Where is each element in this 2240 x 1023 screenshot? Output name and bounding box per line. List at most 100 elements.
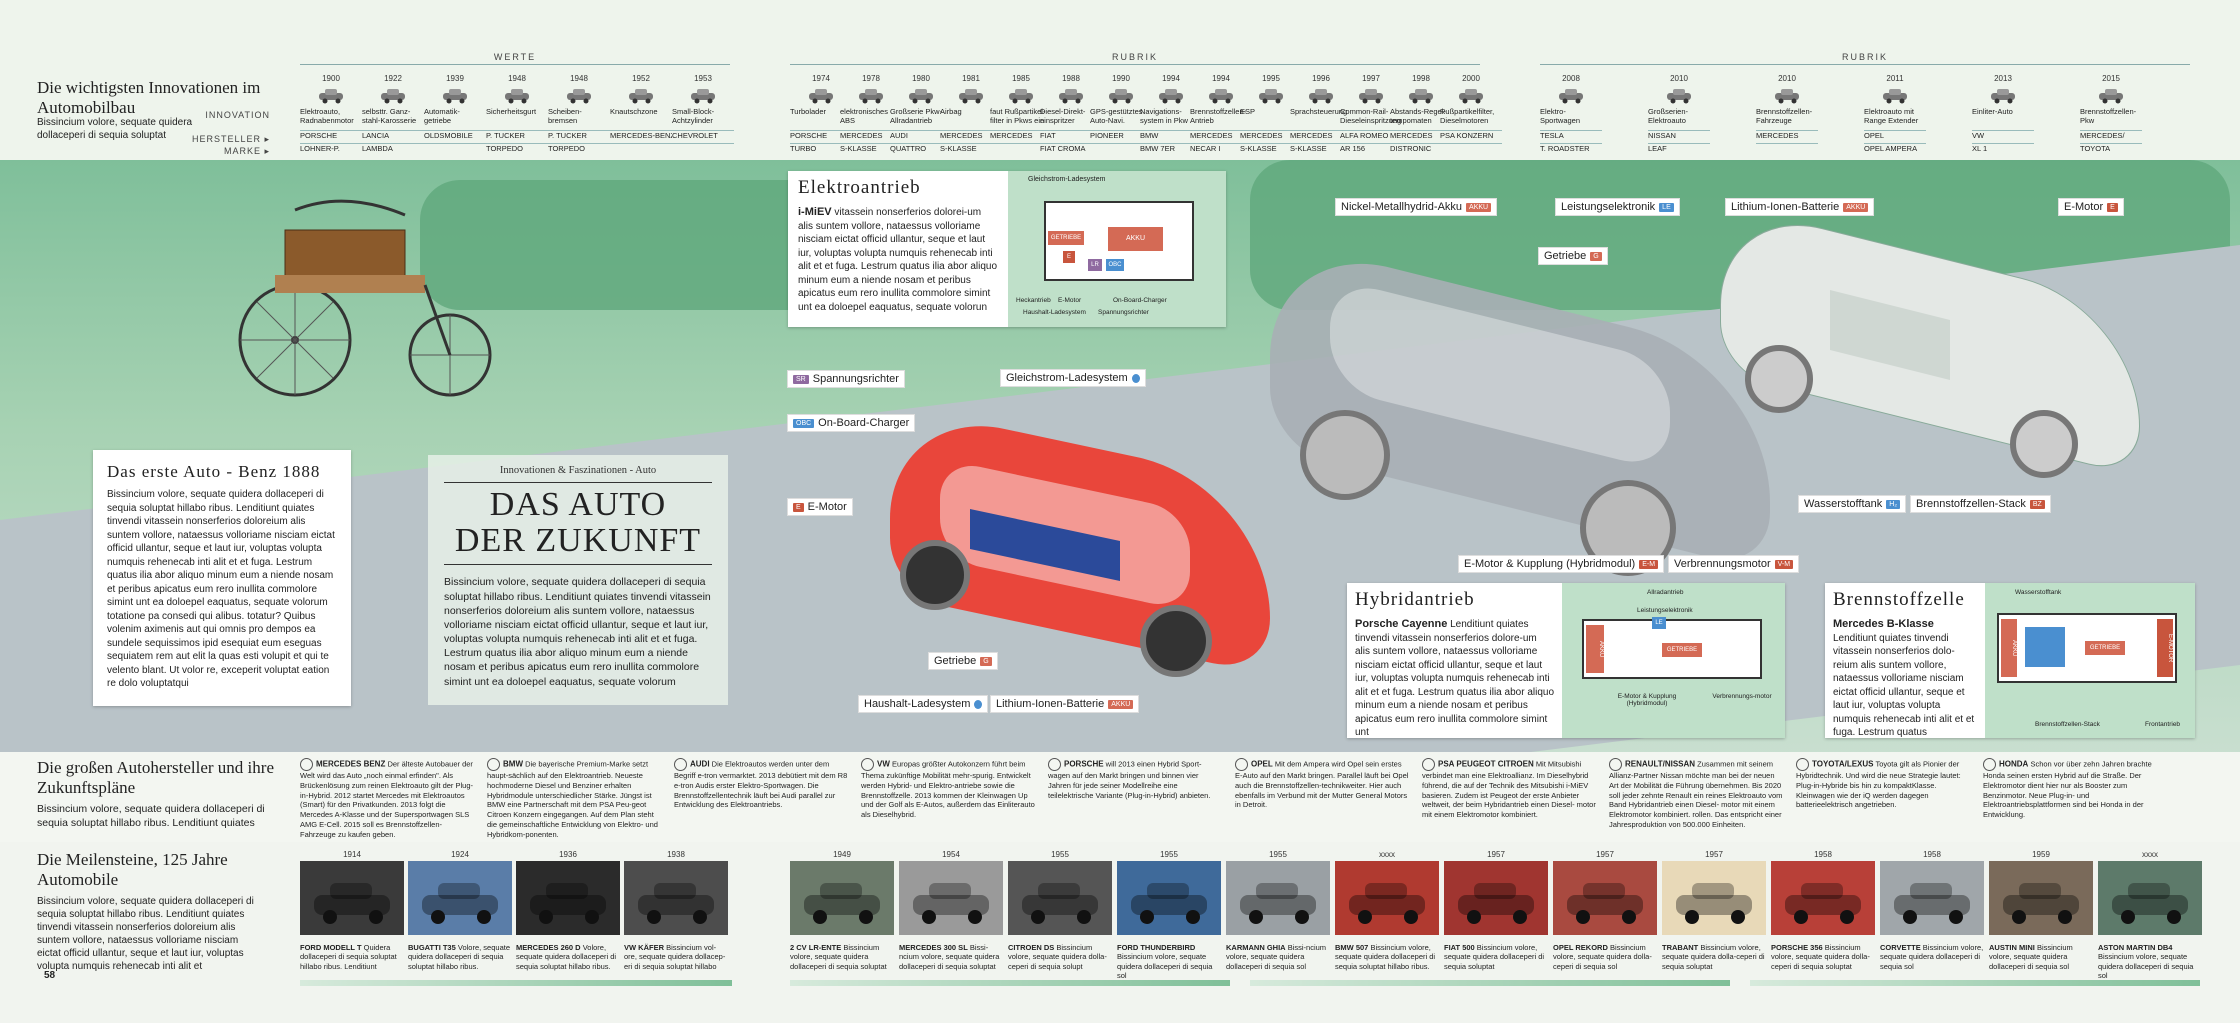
timeline-marke: T. ROADSTER (1540, 143, 1602, 156)
timeline-hersteller: AUDI (890, 130, 952, 143)
milestone-name: MERCEDES 300 SL (899, 943, 968, 952)
timeline-year: 1952 (632, 74, 650, 83)
label-verbrenn-text: Verbrennungsmotor (1674, 558, 1771, 570)
white-car-illustration (1720, 202, 2150, 478)
timeline-innovation: Sprachsteuerung (1290, 108, 1348, 117)
milestone-text: Bissi-ncium volore, sequate quidera doll… (899, 943, 1000, 971)
maker-text: Die Elektroautos werden unter dem Begrif… (674, 759, 848, 810)
timeline-marke: LOHNER-P. (300, 143, 362, 156)
maker-name: AUDI (690, 759, 710, 769)
timeline-innovation: Großserien-Elektroauto (1648, 108, 1689, 125)
tag-obc: OBC (793, 418, 815, 428)
timeline-innovation: Airbag (940, 108, 962, 117)
timeline-hersteller: PORSCHE (300, 130, 362, 143)
label-spannungsrichter-text: Spannungsrichter (812, 373, 899, 385)
car-icon (314, 84, 348, 106)
maker-name: MERCEDES BENZ (316, 759, 386, 769)
maker-name: RENAULT/NISSAN (1625, 759, 1696, 769)
timeline-innovation: Knautschzone (610, 108, 658, 117)
label-haushalt-text: Haushalt-Ladesystem (864, 698, 971, 710)
timeline-hersteller: MERCEDES (840, 130, 902, 143)
maker-name: HONDA (1999, 759, 2029, 769)
maker-entry: BMW Die bayerische Premium-Marke setzt h… (487, 758, 662, 839)
milestone-photo (1335, 861, 1439, 935)
maker-text: Der älteste Autobauer der Welt wird das … (300, 759, 474, 839)
car-icon (1004, 84, 1038, 106)
maker-entry: VW Europas größter Autokonzern führt bei… (861, 758, 1036, 820)
maker-text: Europas größter Autokonzern führt beim T… (861, 759, 1035, 819)
milestone-text: Bissincium volore, sequate quidera dolla… (790, 943, 887, 971)
label-getriebe-1-text: Getriebe (934, 655, 977, 667)
car-icon (854, 84, 888, 106)
milestone-text: Bissincium volore, sequate quidera dolla… (1989, 943, 2073, 971)
brennstoff-panel: Brennstoffzelle Mercedes B-Klasse Lendit… (1825, 583, 2195, 738)
timeline-marke (610, 143, 672, 156)
brand-logo-icon (487, 758, 500, 771)
elektro-d-haus: Haushalt-Ladesystem (1023, 309, 1086, 316)
row-label-innovation: INNOVATION (205, 110, 270, 120)
main-title-panel: Innovationen & Faszinationen - Auto DAS … (428, 455, 728, 705)
milestone-name: TRABANT (1662, 943, 1699, 952)
tag-g-2: G (1590, 251, 1602, 261)
elektro-d-lr: LR (1088, 259, 1102, 271)
elektro-d-akku: AKKU (1108, 227, 1163, 251)
milestone-name: FORD MODELL T (300, 943, 362, 952)
timeline-marke: XL 1 (1972, 143, 2034, 156)
brenn-d-tank-shape (2025, 627, 2065, 667)
brand-logo-icon (1422, 758, 1435, 771)
header-werte: WERTE (300, 52, 730, 65)
car-icon (804, 84, 838, 106)
milestone-name: PORSCHE 356 (1771, 943, 1823, 952)
car-icon (1304, 84, 1338, 106)
elektro-d-emotor: E-Motor (1058, 297, 1082, 304)
milestone-year: 1924 (451, 850, 469, 859)
timeline-year: 1998 (1412, 74, 1430, 83)
brand-logo-icon (1609, 758, 1622, 771)
hybrid-title: Hybridantrieb (1355, 589, 1475, 610)
milestone-name: VW KÄFER (624, 943, 664, 952)
elektro-d-e: E (1063, 251, 1075, 263)
timeline-hersteller: OLDSMOBILE (424, 130, 486, 143)
car-icon (1204, 84, 1238, 106)
milestone-photo (1771, 861, 1875, 935)
car-icon (1254, 84, 1288, 106)
timeline-year: 1981 (962, 74, 980, 83)
timeline-marke: QUATTRO (890, 143, 952, 156)
label-nimh-text: Nickel-Metallhydrid-Akku (1341, 201, 1463, 213)
suv-wheel-rear (1300, 410, 1390, 500)
timeline-hersteller: PORSCHE (790, 130, 852, 143)
milestone-text: Quidera dollaceperi di sequia soluptat h… (300, 943, 397, 971)
maker-name: BMW (503, 759, 523, 769)
timeline-marke (1440, 143, 1502, 156)
elektro-text: vitassein nonserferios dolorei-um alis s… (798, 207, 998, 313)
timeline-year: 2011 (1886, 74, 1904, 83)
timeline-year: 1948 (508, 74, 526, 83)
maker-name: OPEL (1251, 759, 1273, 769)
brand-logo-icon (1048, 758, 1061, 771)
maker-name: PORSCHE (1064, 759, 1104, 769)
milestone-year: 1949 (833, 850, 851, 859)
milestone-name: AUSTIN MINI (1989, 943, 2035, 952)
timeline-marke: TORPEDO (486, 143, 548, 156)
hybrid-d-getriebe: GETRIEBE (1662, 643, 1702, 657)
maker-text: Die bayerische Premium-Marke setzt haupt… (487, 759, 658, 839)
milestone-photo (300, 861, 404, 935)
maker-name: PSA PEUGEOT CITROEN (1438, 759, 1534, 769)
timeline-marke: BMW 7ER (1140, 143, 1202, 156)
timeline-marke: DISTRONIC (1390, 143, 1452, 156)
red-car-wheel-rear (900, 540, 970, 610)
hedge-left (420, 180, 840, 310)
car-icon (1154, 84, 1188, 106)
timeline-hersteller: MERCEDES (990, 130, 1052, 143)
